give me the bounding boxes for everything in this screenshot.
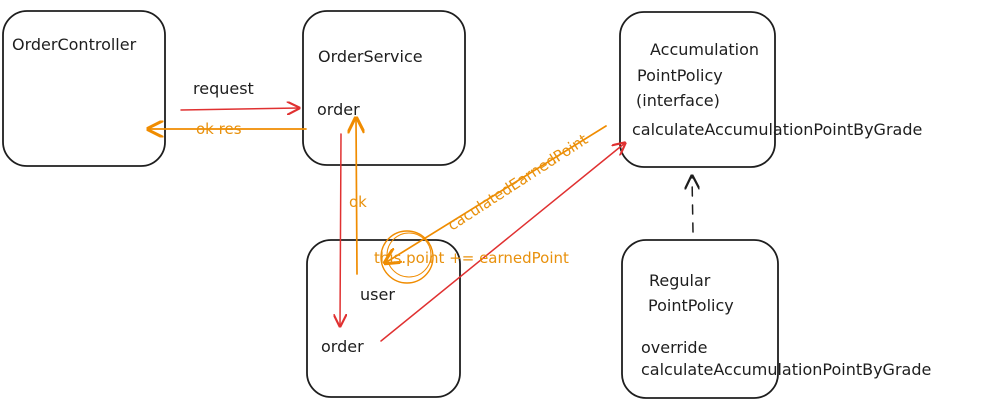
regular-method: calculateAccumulationPointByGrade	[641, 360, 931, 379]
ok-res-label: ok res	[196, 120, 242, 138]
order-service-method: order	[317, 100, 360, 119]
order-to-policy-arrow	[380, 143, 625, 342]
regular-title-line1: Regular	[649, 271, 711, 290]
calculated-earned-point-label: caculatedEarnedPoint	[444, 130, 591, 234]
order-service-title: OrderService	[318, 47, 423, 66]
user-box-order-label: order	[321, 337, 364, 356]
highlight-circle	[380, 230, 434, 284]
order-to-user-arrow	[340, 133, 341, 326]
regular-point-policy-box	[621, 239, 779, 399]
ok-label: ok	[349, 193, 367, 211]
accumulation-title-line1: Accumulation	[650, 40, 759, 59]
user-label: user	[360, 285, 395, 304]
accumulation-title-line2: PointPolicy	[637, 66, 723, 85]
request-arrow	[180, 108, 299, 110]
calculated-earned-point-arrow	[385, 125, 607, 263]
request-label: request	[193, 79, 254, 98]
accumulation-title-line3: (interface)	[636, 91, 720, 110]
order-service-box	[302, 10, 466, 166]
regular-title-line2: PointPolicy	[648, 296, 734, 315]
order-controller-title: OrderController	[12, 35, 137, 54]
order-controller-box	[2, 10, 166, 167]
regular-override-label: override	[641, 338, 707, 357]
highlight-circle-inner	[386, 232, 432, 278]
point-assignment-label: this.point += earnedPoint	[374, 249, 569, 267]
accumulation-method: calculateAccumulationPointByGrade	[632, 120, 922, 139]
accumulation-point-policy-box	[619, 11, 776, 168]
ok-arrow	[356, 118, 357, 275]
implements-arrow	[692, 176, 693, 233]
